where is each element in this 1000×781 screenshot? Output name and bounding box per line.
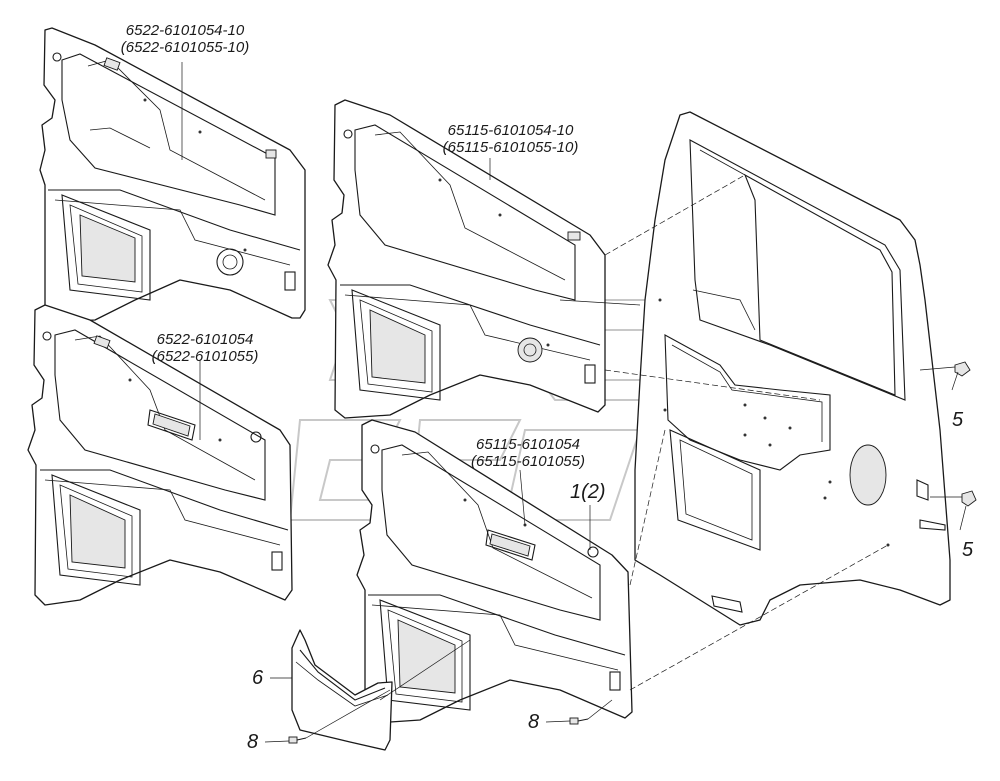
part-label-6522-10: 6522-6101054-10 (6522-6101055-10) xyxy=(110,22,260,56)
door-panel-65115-10 xyxy=(327,99,606,419)
item-label-6: 6 xyxy=(252,667,264,689)
clip-upper xyxy=(954,361,971,377)
item-label-1: 1(2) xyxy=(570,481,606,503)
part-number: 65115-6101054 xyxy=(476,436,580,453)
part-number-alt: (6522-6101055) xyxy=(151,348,259,365)
part-number: 65115-6101054-10 xyxy=(447,122,574,139)
door-frame xyxy=(634,111,951,626)
part-label-65115: 65115-6101054 (65115-6101055) xyxy=(458,436,598,470)
part-number-alt: (6522-6101055-10) xyxy=(120,39,250,56)
door-panel-6522 xyxy=(27,304,293,606)
door-panel-65115 xyxy=(356,419,633,724)
clip-lower xyxy=(961,490,977,507)
part-number-alt: (65115-6101055) xyxy=(471,453,585,470)
item-label-5-upper: 5 xyxy=(952,409,964,431)
alignment-lines xyxy=(305,174,962,739)
part-number-alt: (65115-6101055-10) xyxy=(442,139,579,156)
part-number: 6522-6101054-10 xyxy=(125,22,245,39)
screw-left xyxy=(288,736,307,744)
part-label-6522: 6522-6101054 (6522-6101055) xyxy=(140,331,270,365)
item-label-8-right: 8 xyxy=(528,711,540,733)
door-panel-6522-10 xyxy=(39,27,306,323)
part-label-65115-10: 65115-6101054-10 (65115-6101055-10) xyxy=(428,122,593,156)
leader-lines xyxy=(181,62,967,743)
part-number: 6522-6101054 xyxy=(156,331,254,348)
item-label-8-left: 8 xyxy=(247,731,259,753)
item-label-5-lower: 5 xyxy=(962,539,974,561)
screw-right xyxy=(569,717,589,725)
